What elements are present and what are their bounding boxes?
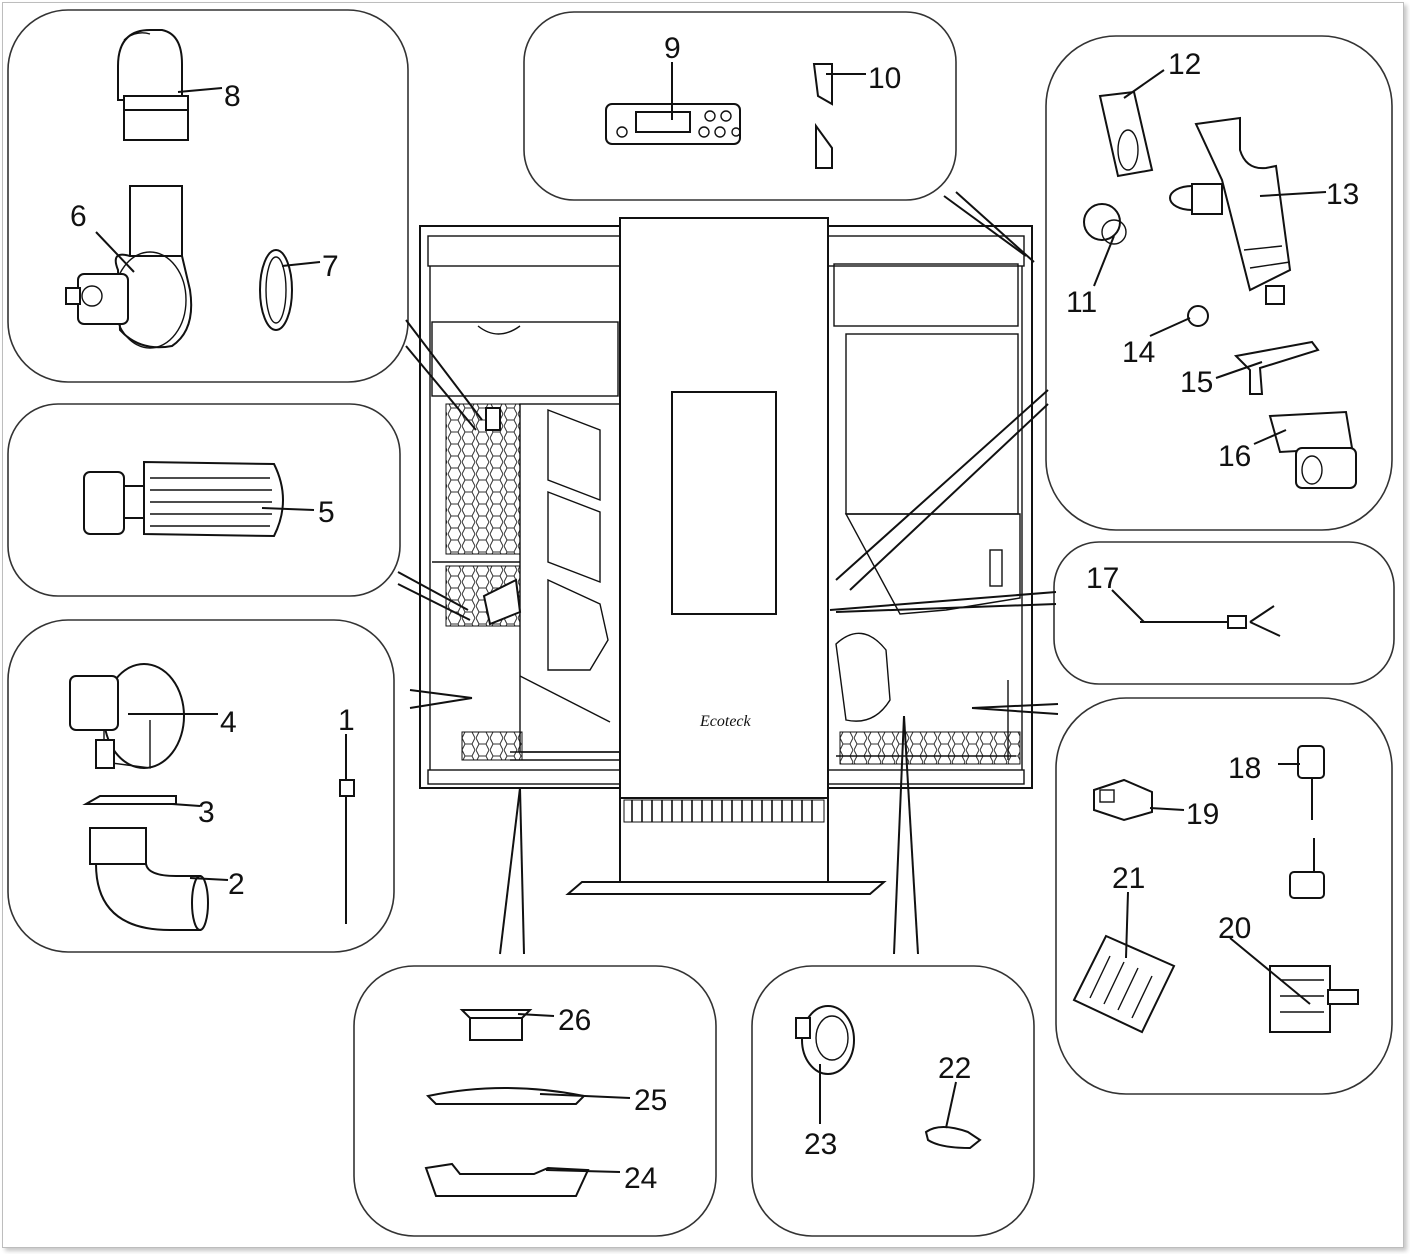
callout-4: 4 xyxy=(220,706,237,739)
part-2-elbow xyxy=(89,827,209,931)
callout-10: 10 xyxy=(868,62,901,95)
part-22-fitting xyxy=(924,1126,982,1150)
part-21-control-board xyxy=(1072,934,1176,1034)
part-3-gasket-plate xyxy=(82,795,177,805)
callout-24: 24 xyxy=(624,1162,657,1195)
part-26-burn-cup xyxy=(459,1009,533,1041)
part-17-probe xyxy=(1140,605,1281,637)
callout-20: 20 xyxy=(1218,912,1251,945)
bubble-pressure-switch xyxy=(751,965,1035,1237)
part-7-gasket-ring xyxy=(259,249,293,331)
callout-22: 22 xyxy=(938,1052,971,1085)
callout-11: 11 xyxy=(1066,286,1097,319)
callout-18: 18 xyxy=(1228,752,1261,785)
callout-7: 7 xyxy=(322,250,339,283)
part-18-connector xyxy=(1289,745,1325,899)
part-15-bracket xyxy=(1233,340,1320,395)
callout-14: 14 xyxy=(1122,336,1155,369)
part-24-ash-pan xyxy=(424,1162,590,1197)
part-12-plate xyxy=(1098,90,1154,178)
brand-label: Ecoteck xyxy=(699,713,752,730)
callout-8: 8 xyxy=(224,80,241,113)
callout-3: 3 xyxy=(198,796,215,829)
stove-body: Ecoteck xyxy=(419,217,1033,895)
callout-26: 26 xyxy=(558,1004,591,1037)
bubble-exhaust-fan xyxy=(7,9,409,383)
callout-12: 12 xyxy=(1168,48,1201,81)
callout-2: 2 xyxy=(228,868,245,901)
part-23-pressure-switch xyxy=(795,1005,855,1075)
part-20-valve xyxy=(1269,965,1359,1033)
callout-6: 6 xyxy=(70,200,87,233)
leader-lines xyxy=(95,62,1327,1173)
callout-25: 25 xyxy=(634,1084,667,1117)
bubble-electronics xyxy=(1055,697,1393,1095)
base-louvers xyxy=(623,799,825,823)
callout-15: 15 xyxy=(1180,366,1213,399)
callout-numbers: 1 2 3 4 5 6 7 8 9 10 11 12 13 14 15 16 1… xyxy=(70,32,1359,1195)
bubble-control-panel xyxy=(523,11,957,201)
part-6-exhaust-fan xyxy=(65,185,193,349)
bubble-probe xyxy=(1053,541,1395,685)
part-11-bushing xyxy=(1083,203,1127,245)
callout-19: 19 xyxy=(1186,798,1219,831)
part-5-convection-fan xyxy=(83,460,284,538)
part-4-combustion-fan xyxy=(69,663,185,769)
part-10-wedges xyxy=(812,63,833,169)
callout-17: 17 xyxy=(1086,562,1119,595)
callout-21: 21 xyxy=(1112,862,1145,895)
part-9-control-panel xyxy=(605,103,741,145)
callout-1: 1 xyxy=(338,704,355,737)
part-19-relay xyxy=(1093,778,1153,822)
part-13-auger xyxy=(1169,116,1292,305)
part-14-knob xyxy=(1187,305,1209,327)
callout-13: 13 xyxy=(1326,178,1359,211)
callout-16: 16 xyxy=(1218,440,1251,473)
callout-5: 5 xyxy=(318,496,335,529)
part-16-gear-motor xyxy=(1268,410,1357,489)
part-1-thermocouple xyxy=(339,734,355,924)
callout-23: 23 xyxy=(804,1128,837,1161)
callout-9: 9 xyxy=(664,32,681,65)
part-8-elbow-pipe xyxy=(117,29,189,141)
